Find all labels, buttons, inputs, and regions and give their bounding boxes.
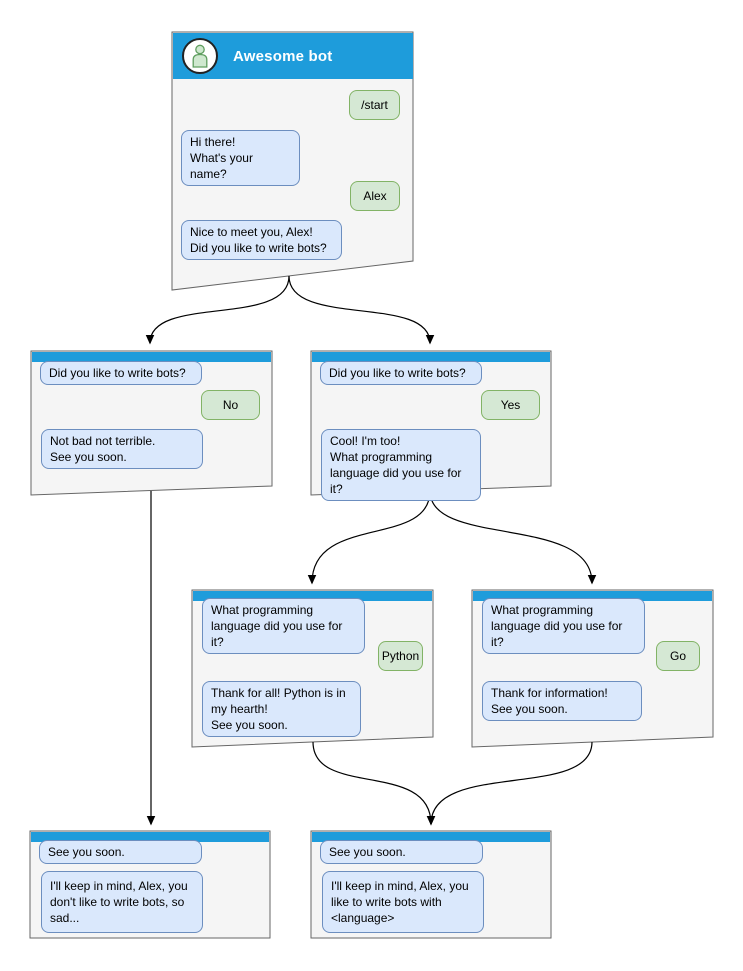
end-yes-reply: I'll keep in mind, Alex, you like to wri… — [322, 871, 484, 933]
connector-yes-to-go-branch — [429, 490, 597, 585]
node-python-header — [193, 591, 432, 601]
node-end-yes-header — [312, 832, 550, 842]
node-root-header: Awesome bot — [173, 33, 413, 79]
user-message-name: Alex — [350, 181, 400, 211]
yes-branch-reply: Cool! I'm too! What programming language… — [321, 429, 481, 501]
no-branch-question: Did you like to write bots? — [40, 361, 202, 385]
bot-message-ask-bots: Nice to meet you, Alex! Did you like to … — [181, 220, 342, 260]
yes-branch-answer: Yes — [481, 390, 540, 420]
connector-root-to-no-branch — [145, 275, 290, 345]
user-message-start: /start — [349, 90, 400, 120]
yes-branch-question: Did you like to write bots? — [320, 361, 482, 385]
node-yes-header — [312, 352, 550, 362]
node-end-no-header — [31, 832, 269, 842]
no-branch-answer: No — [201, 390, 260, 420]
node-go-header — [473, 591, 712, 601]
no-branch-reply: Not bad not terrible. See you soon. — [41, 429, 203, 469]
go-branch-answer: Go — [656, 641, 700, 671]
go-branch-question: What programming language did you use fo… — [482, 598, 645, 654]
connector-python-to-end-yes — [312, 741, 436, 826]
connector-root-to-yes-branch — [288, 275, 435, 345]
python-branch-reply: Thank for all! Python is in my hearth! S… — [202, 681, 361, 737]
connector-yes-to-python-branch — [307, 490, 431, 585]
end-no-question: See you soon. — [39, 840, 202, 864]
person-icon — [192, 44, 208, 68]
python-branch-question: What programming language did you use fo… — [202, 598, 365, 654]
bot-title: Awesome bot — [233, 47, 333, 65]
end-yes-question: See you soon. — [320, 840, 483, 864]
python-branch-answer: Python — [378, 641, 423, 671]
bot-message-greeting: Hi there! What's your name? — [181, 130, 300, 186]
go-branch-reply: Thank for information! See you soon. — [482, 681, 642, 721]
connector-go-to-end-yes — [426, 741, 593, 826]
node-no-header — [32, 352, 271, 362]
end-no-reply: I'll keep in mind, Alex, you don't like … — [41, 871, 203, 933]
bot-avatar — [182, 38, 218, 74]
